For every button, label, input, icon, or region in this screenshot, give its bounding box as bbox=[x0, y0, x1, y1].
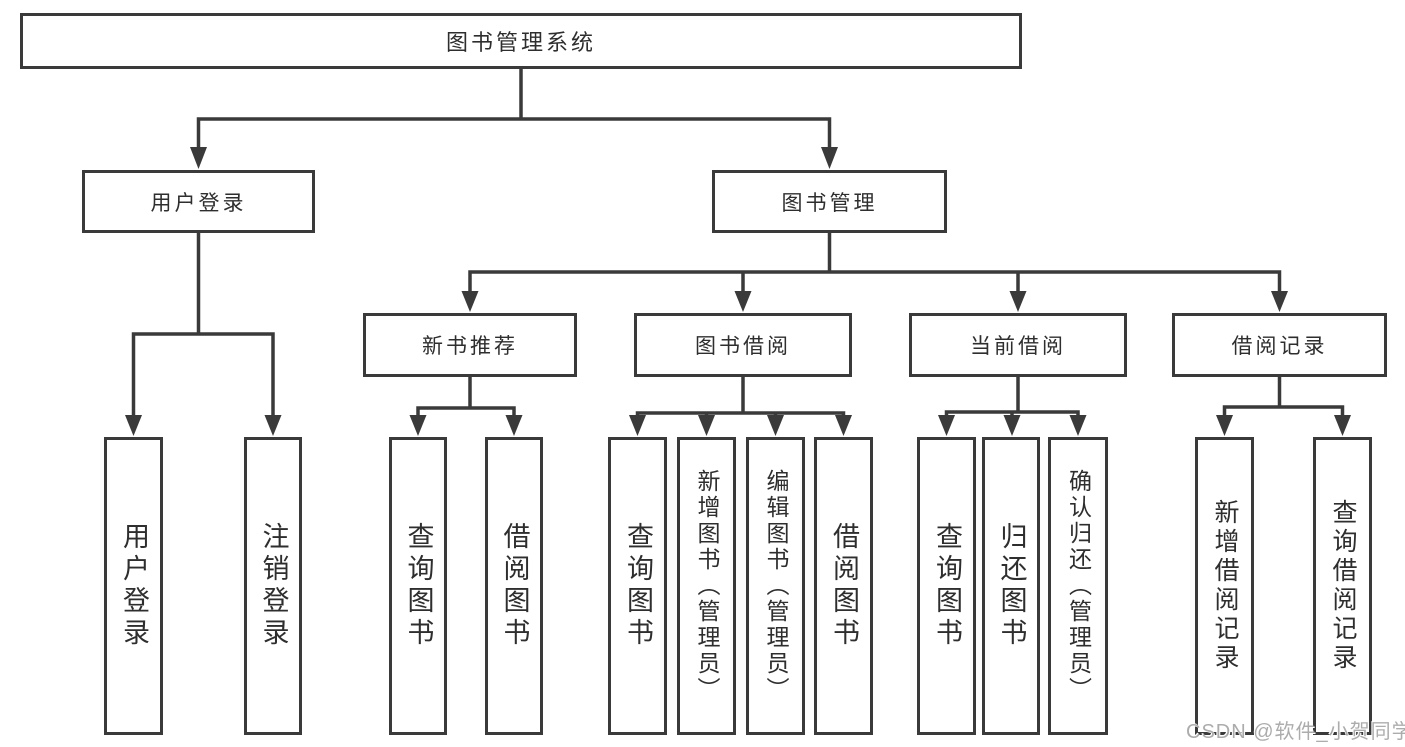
leaf-label: 借阅图书 bbox=[499, 522, 530, 650]
leaf-borrow-books: 借阅图书 bbox=[814, 437, 873, 735]
leaf-return-books: 归还图书 bbox=[982, 437, 1040, 735]
leaf-query-books-current: 查询图书 bbox=[917, 437, 976, 735]
leaf-query-books-recommend: 查询图书 bbox=[389, 437, 447, 735]
connector-root-to-branches bbox=[190, 67, 838, 169]
leaf-confirm-return-admin: 确认归还（管理员） bbox=[1048, 437, 1108, 735]
node-book-mgmt-label: 图书管理 bbox=[781, 191, 878, 215]
node-root-label: 图书管理系统 bbox=[445, 30, 596, 55]
leaf-logout: 注销登录 bbox=[244, 437, 302, 735]
leaf-label: 查询图书 bbox=[403, 522, 434, 650]
node-current-borrow-label: 当前借阅 bbox=[970, 335, 1066, 358]
node-new-book-recommend: 新书推荐 bbox=[363, 313, 577, 377]
connector-borrow-records-children bbox=[1216, 375, 1351, 436]
leaf-query-borrow-record: 查询借阅记录 bbox=[1313, 437, 1372, 735]
connector-book-mgmt-sections bbox=[461, 231, 1288, 312]
leaf-label: 编辑图书（管理员） bbox=[763, 469, 789, 703]
connector-book-borrow-children bbox=[629, 375, 852, 436]
leaf-logout-label: 注销登录 bbox=[258, 522, 289, 650]
leaf-label: 借阅图书 bbox=[829, 522, 859, 650]
connector-new-book-children bbox=[409, 375, 523, 436]
leaf-add-borrow-record: 新增借阅记录 bbox=[1195, 437, 1254, 735]
connector-current-borrow-children bbox=[938, 375, 1087, 436]
leaf-borrow-books-recommend: 借阅图书 bbox=[485, 437, 543, 735]
leaf-label: 新增图书（管理员） bbox=[694, 469, 720, 703]
node-user-login: 用户登录 bbox=[82, 170, 315, 233]
leaf-user-login-label: 用户登录 bbox=[119, 522, 149, 650]
leaf-edit-book-admin: 编辑图书（管理员） bbox=[746, 437, 805, 735]
node-new-book-recommend-label: 新书推荐 bbox=[422, 335, 518, 358]
node-user-login-label: 用户登录 bbox=[150, 191, 247, 215]
node-borrow-records: 借阅记录 bbox=[1172, 313, 1387, 377]
leaf-label: 归还图书 bbox=[996, 522, 1027, 650]
leaf-label: 查询图书 bbox=[932, 522, 962, 650]
node-book-borrow: 图书借阅 bbox=[634, 313, 852, 377]
leaf-label: 查询借阅记录 bbox=[1329, 499, 1357, 673]
node-current-borrow: 当前借阅 bbox=[909, 313, 1127, 377]
leaf-query-books-borrow: 查询图书 bbox=[608, 437, 667, 735]
leaf-label: 查询图书 bbox=[623, 522, 653, 650]
leaf-user-login: 用户登录 bbox=[104, 437, 163, 735]
node-book-mgmt: 图书管理 bbox=[712, 170, 947, 233]
node-book-borrow-label: 图书借阅 bbox=[695, 335, 791, 358]
leaf-add-book-admin: 新增图书（管理员） bbox=[677, 437, 736, 735]
csdn-watermark: CSDN @软件_小贺同学 bbox=[1186, 721, 1405, 743]
node-borrow-records-label: 借阅记录 bbox=[1231, 335, 1328, 358]
node-root-system: 图书管理系统 bbox=[20, 13, 1022, 69]
connector-user-login-children bbox=[125, 231, 282, 436]
leaf-label: 确认归还（管理员） bbox=[1065, 469, 1092, 703]
leaf-label: 新增借阅记录 bbox=[1211, 499, 1239, 673]
